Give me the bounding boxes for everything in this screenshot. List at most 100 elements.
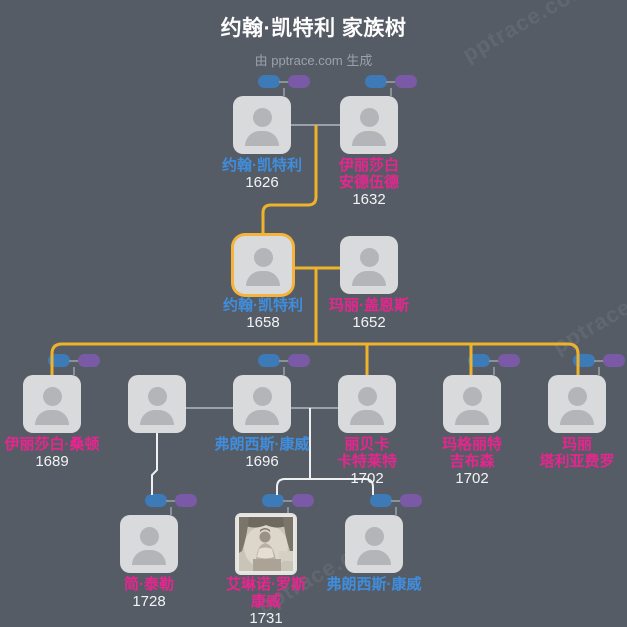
father-chip-icon[interactable] — [573, 354, 595, 367]
person-avatar-icon — [35, 410, 69, 425]
person-card[interactable] — [237, 515, 295, 573]
person-card[interactable] — [443, 375, 501, 433]
parent-chips — [23, 354, 103, 375]
chip-connector-line — [594, 360, 604, 362]
person-avatar-icon — [359, 248, 379, 267]
person-label: 弗朗西斯·康威 — [289, 576, 459, 593]
mother-chip-icon[interactable] — [498, 354, 520, 367]
person-node-mary-taliaferro: 玛丽塔利亚费罗 — [539, 354, 625, 470]
person-avatar-icon — [139, 527, 159, 546]
page-title: 约翰·凯特利 家族树 — [220, 17, 407, 40]
chip-stub-line — [73, 367, 75, 375]
chip-stub-line — [390, 88, 392, 96]
father-chip-icon[interactable] — [258, 75, 280, 88]
mother-chip-icon[interactable] — [175, 494, 197, 507]
person-name: 玛丽 — [561, 436, 592, 453]
person-card[interactable] — [233, 96, 291, 154]
person-avatar-icon — [252, 108, 272, 127]
person-name: 简·泰勒 — [124, 576, 174, 593]
person-birth-year: 1696 — [245, 453, 279, 470]
father-chip-icon[interactable] — [48, 354, 70, 367]
person-avatar-icon — [147, 387, 167, 406]
mother-chip-icon[interactable] — [400, 494, 422, 507]
person-avatar-icon — [364, 527, 384, 546]
person-card[interactable] — [548, 375, 606, 433]
parent-chips — [120, 494, 200, 515]
father-chip-icon[interactable] — [262, 494, 284, 507]
person-avatar-icon — [357, 387, 377, 406]
person-avatar-icon — [245, 131, 279, 146]
chip-stub-line — [283, 88, 285, 96]
person-avatar-icon — [359, 108, 379, 127]
parent-chips — [443, 354, 523, 375]
father-chip-icon[interactable] — [145, 494, 167, 507]
person-name: 塔利亚费罗 — [539, 453, 615, 470]
mother-chip-icon[interactable] — [395, 75, 417, 88]
person-card[interactable] — [233, 375, 291, 433]
person-card[interactable] — [23, 375, 81, 433]
person-card[interactable] — [340, 96, 398, 154]
father-chip-icon[interactable] — [468, 354, 490, 367]
person-name: 安德伍德 — [338, 174, 399, 191]
person-birth-year: 1632 — [352, 191, 386, 208]
chip-stub-line — [170, 507, 172, 515]
chip-stub-line — [493, 367, 495, 375]
watermark-text: pptrace.com — [548, 266, 627, 359]
person-birth-year: 1728 — [132, 593, 166, 610]
person-birth-year: 1689 — [35, 453, 69, 470]
person-name: 艾琳诺·罗斯 — [226, 576, 306, 593]
person-name: 康威 — [250, 593, 281, 610]
chip-stub-line — [598, 367, 600, 375]
person-node-francis-conway-jr: 弗朗西斯·康威 — [327, 494, 422, 593]
person-label: 玛丽塔利亚费罗 — [492, 436, 627, 470]
mother-chip-icon[interactable] — [288, 354, 310, 367]
mother-chip-icon[interactable] — [288, 75, 310, 88]
parent-chips — [548, 354, 627, 375]
person-card[interactable] — [128, 375, 186, 433]
mother-chip-icon[interactable] — [78, 354, 100, 367]
parent-chips — [340, 75, 420, 96]
person-card[interactable] — [338, 375, 396, 433]
person-card[interactable] — [120, 515, 178, 573]
unnamed-to-jane — [151, 433, 158, 495]
person-name: 玛格丽特 — [441, 436, 502, 453]
father-chip-icon[interactable] — [370, 494, 392, 507]
header: 约翰·凯特利 家族树 由 pptrace.com 生成 — [0, 12, 627, 69]
person-card[interactable] — [340, 236, 398, 294]
chip-connector-line — [386, 81, 396, 83]
person-card[interactable] — [234, 236, 292, 294]
person-birth-year: 1702 — [455, 470, 489, 487]
father-chip-icon[interactable] — [365, 75, 387, 88]
mother-chip-icon[interactable] — [292, 494, 314, 507]
person-avatar-icon — [462, 387, 482, 406]
person-avatar-icon — [560, 410, 594, 425]
portrait-image — [239, 517, 293, 571]
father-chip-icon[interactable] — [258, 354, 280, 367]
person-avatar-icon — [567, 387, 587, 406]
person-card[interactable] — [345, 515, 403, 573]
person-avatar-icon — [140, 410, 174, 425]
person-avatar-icon — [455, 410, 489, 425]
mother-chip-icon[interactable] — [603, 354, 625, 367]
person-birth-year: 1658 — [246, 314, 280, 331]
person-name: 约翰·凯特利 — [223, 297, 303, 314]
person-avatar-icon — [246, 271, 280, 286]
chip-stub-line — [395, 507, 397, 515]
chip-stub-line — [283, 367, 285, 375]
person-node-unnamed-spouse — [128, 375, 186, 433]
person-avatar-icon — [253, 248, 273, 267]
parent-chips — [237, 494, 317, 515]
chip-connector-line — [283, 500, 293, 502]
